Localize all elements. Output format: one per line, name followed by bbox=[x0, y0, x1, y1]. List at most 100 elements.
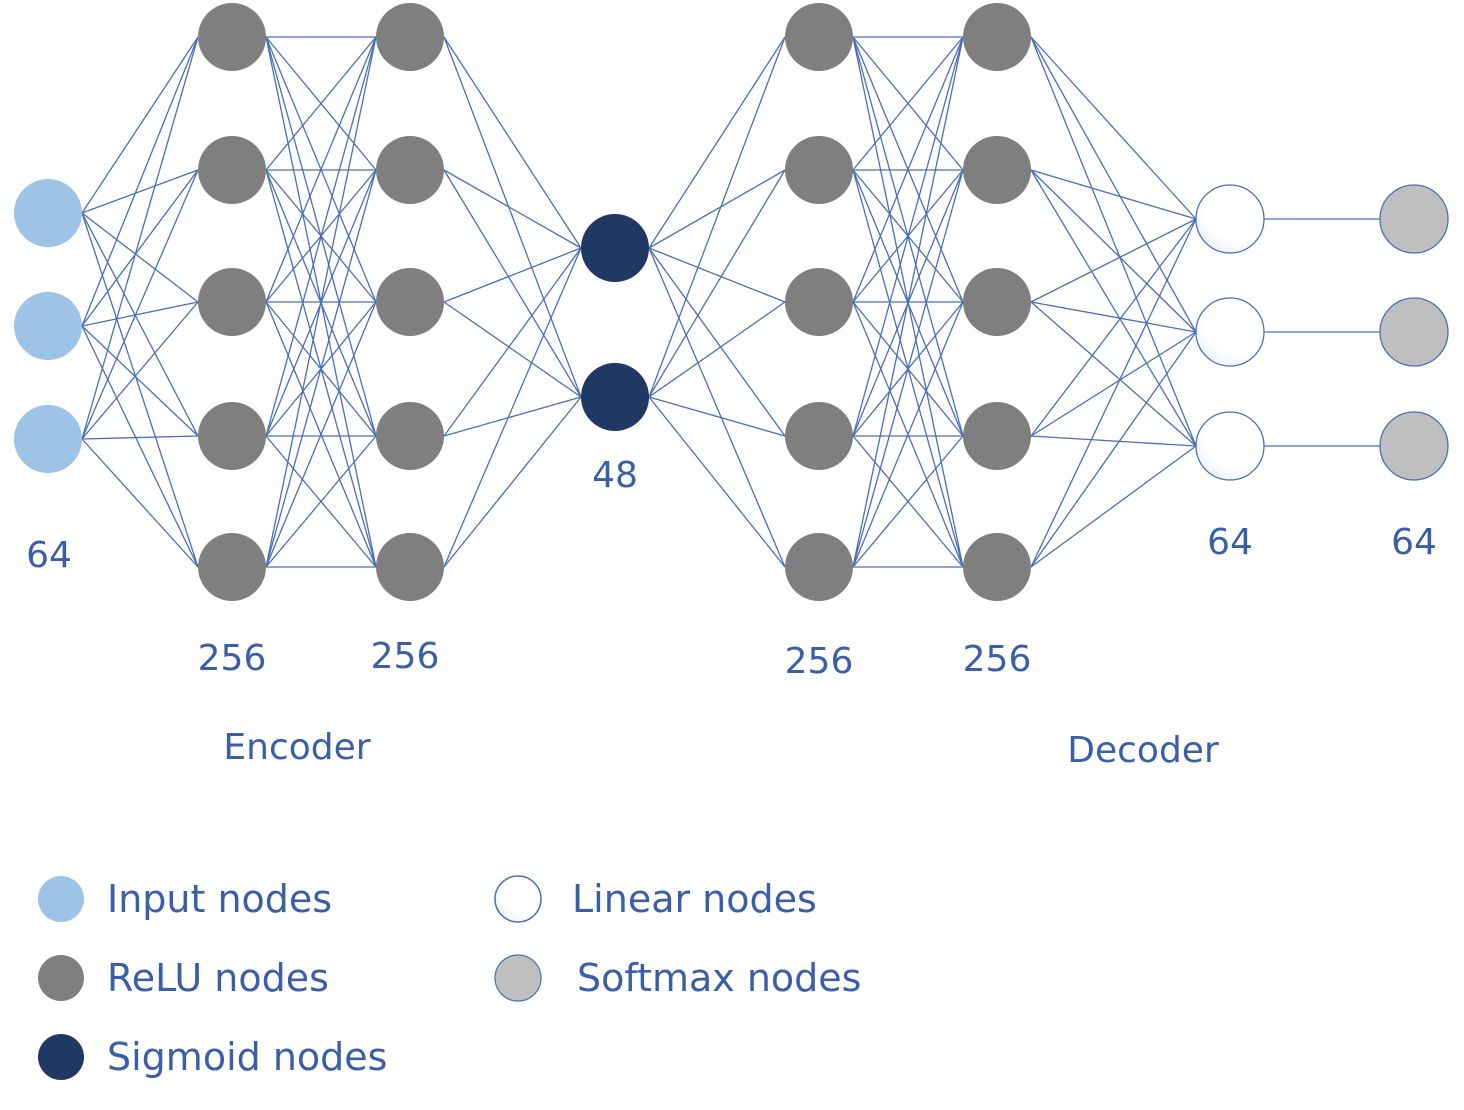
legend-label-softmax: Softmax nodes bbox=[577, 956, 861, 1000]
edge-enc2-bottleneck bbox=[443, 169, 582, 398]
edge-input-enc1 bbox=[81, 301, 199, 327]
edge-enc2-bottleneck bbox=[443, 247, 582, 303]
relu-node-dec1-1 bbox=[785, 3, 853, 71]
legend-swatch-softmax bbox=[494, 954, 542, 1002]
edge-enc1-enc2 bbox=[265, 36, 377, 171]
layer-size-label-enc2: 256 bbox=[371, 636, 440, 677]
relu-node-enc2-2 bbox=[376, 136, 444, 204]
relu-node-enc1-1 bbox=[198, 3, 266, 71]
relu-node-dec2-3 bbox=[963, 268, 1031, 336]
edge-bottleneck-dec1 bbox=[648, 301, 786, 398]
edge-dec2-linear bbox=[1030, 445, 1197, 568]
linear-node-linear-2 bbox=[1195, 297, 1265, 367]
softmax-node-softmax-3 bbox=[1379, 411, 1449, 481]
edge-input-enc1 bbox=[81, 36, 199, 214]
edge-input-enc1 bbox=[81, 169, 199, 214]
relu-node-dec2-1 bbox=[963, 3, 1031, 71]
edge-enc2-bottleneck bbox=[443, 169, 582, 249]
edge-enc2-bottleneck bbox=[443, 247, 582, 568]
relu-node-enc1-3 bbox=[198, 268, 266, 336]
edge-input-enc1 bbox=[81, 301, 199, 440]
input-node-input-2 bbox=[14, 292, 82, 360]
relu-node-enc2-3 bbox=[376, 268, 444, 336]
edge-enc2-bottleneck bbox=[443, 36, 582, 398]
edge-enc2-bottleneck bbox=[443, 36, 582, 249]
relu-node-dec2-4 bbox=[963, 402, 1031, 470]
edge-enc1-enc2 bbox=[265, 435, 377, 568]
edge-dec2-linear bbox=[1030, 331, 1197, 437]
edge-enc1-enc2 bbox=[265, 36, 377, 437]
legend-label-linear: Linear nodes bbox=[572, 877, 817, 921]
edge-dec2-linear bbox=[1030, 301, 1197, 447]
edge-input-enc1 bbox=[81, 438, 199, 568]
edge-input-enc1 bbox=[81, 212, 199, 568]
edge-input-enc1 bbox=[81, 325, 199, 437]
input-node-input-3 bbox=[14, 405, 82, 473]
linear-node-linear-3 bbox=[1195, 411, 1265, 481]
relu-node-dec1-2 bbox=[785, 136, 853, 204]
input-node-input-1 bbox=[14, 179, 82, 247]
layer-size-label-softmax: 64 bbox=[1391, 522, 1437, 563]
layer-size-label-dec2: 256 bbox=[963, 639, 1032, 680]
edge-input-enc1 bbox=[81, 36, 199, 327]
edge-dec2-linear bbox=[1030, 169, 1197, 220]
network-nodes bbox=[14, 3, 1449, 601]
edge-bottleneck-dec1 bbox=[648, 169, 786, 398]
edge-input-enc1 bbox=[81, 435, 199, 440]
edge-bottleneck-dec1 bbox=[648, 247, 786, 568]
legend-label-sigmoid: Sigmoid nodes bbox=[107, 1035, 387, 1079]
edge-dec2-linear bbox=[1030, 218, 1197, 568]
relu-node-dec2-2 bbox=[963, 136, 1031, 204]
edge-enc2-bottleneck bbox=[443, 396, 582, 437]
layer-size-label-dec1: 256 bbox=[785, 641, 854, 682]
relu-node-enc2-1 bbox=[376, 3, 444, 71]
layer-size-label-linear: 64 bbox=[1207, 522, 1253, 563]
edge-input-enc1 bbox=[81, 212, 199, 303]
layer-size-label-enc1: 256 bbox=[198, 638, 267, 679]
edge-dec1-dec2 bbox=[852, 435, 964, 568]
connection-edges bbox=[81, 36, 1380, 568]
edge-dec1-dec2 bbox=[852, 36, 964, 437]
edge-input-enc1 bbox=[81, 325, 199, 568]
edge-dec2-linear bbox=[1030, 301, 1197, 333]
relu-node-enc1-5 bbox=[198, 533, 266, 601]
layer-size-label-bottleneck: 48 bbox=[592, 455, 638, 496]
edge-enc1-enc2 bbox=[265, 169, 377, 568]
edge-dec2-linear bbox=[1030, 435, 1197, 447]
relu-node-enc1-2 bbox=[198, 136, 266, 204]
edge-bottleneck-dec1 bbox=[648, 169, 786, 249]
edge-dec2-linear bbox=[1030, 169, 1197, 447]
edge-dec1-dec2 bbox=[852, 301, 964, 568]
legend-label-relu: ReLU nodes bbox=[107, 956, 329, 1000]
encoder-label: Encoder bbox=[223, 727, 370, 768]
relu-node-dec1-5 bbox=[785, 533, 853, 601]
legend-label-input: Input nodes bbox=[107, 877, 332, 921]
edge-input-enc1 bbox=[81, 169, 199, 440]
decoder-label: Decoder bbox=[1067, 730, 1219, 771]
relu-node-dec1-3 bbox=[785, 268, 853, 336]
edge-enc1-enc2 bbox=[265, 36, 377, 303]
edge-dec1-dec2 bbox=[852, 36, 964, 171]
edge-dec2-linear bbox=[1030, 169, 1197, 333]
relu-node-dec2-5 bbox=[963, 533, 1031, 601]
edge-enc2-bottleneck bbox=[443, 247, 582, 437]
sigmoid-node-bottleneck-1 bbox=[581, 214, 649, 282]
edge-enc1-enc2 bbox=[265, 301, 377, 568]
relu-node-dec1-4 bbox=[785, 402, 853, 470]
relu-node-enc1-4 bbox=[198, 402, 266, 470]
edge-input-enc1 bbox=[81, 36, 199, 440]
edge-bottleneck-dec1 bbox=[648, 247, 786, 437]
edge-dec2-linear bbox=[1030, 218, 1197, 437]
edge-enc2-bottleneck bbox=[443, 301, 582, 398]
edge-bottleneck-dec1 bbox=[648, 396, 786, 568]
edge-dec2-linear bbox=[1030, 36, 1197, 333]
edge-bottleneck-dec1 bbox=[648, 36, 786, 398]
softmax-node-softmax-1 bbox=[1379, 184, 1449, 254]
edge-dec2-linear bbox=[1030, 331, 1197, 568]
relu-node-enc2-5 bbox=[376, 533, 444, 601]
legend-swatch-relu bbox=[38, 955, 84, 1001]
edge-enc2-bottleneck bbox=[443, 396, 582, 568]
legend-swatch-sigmoid bbox=[38, 1034, 84, 1080]
relu-node-enc2-4 bbox=[376, 402, 444, 470]
